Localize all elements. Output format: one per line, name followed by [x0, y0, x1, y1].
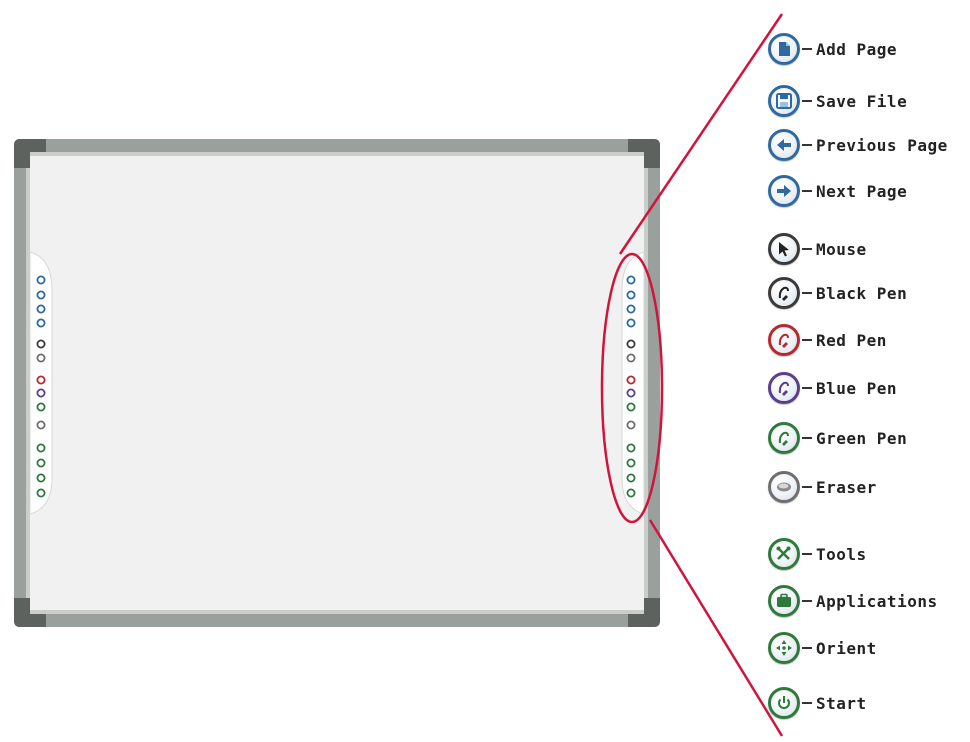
legend-connector [802, 387, 812, 389]
save-file-icon [768, 85, 800, 117]
legend-label: Blue Pen [816, 378, 898, 398]
legend-connector [802, 647, 812, 649]
legend-connector [802, 553, 812, 555]
callout-highlight-ellipse [600, 252, 664, 524]
left-strip-dot[interactable] [36, 488, 46, 498]
add-page-icon [768, 33, 800, 65]
legend-connector [802, 600, 812, 602]
legend-item-red-pen[interactable]: Red Pen [768, 323, 887, 357]
legend-label: Start [816, 693, 867, 713]
legend-label: Applications [816, 591, 938, 611]
left-shortcut-buttons [36, 275, 46, 498]
left-strip-dot[interactable] [36, 388, 46, 398]
legend-item-mouse[interactable]: Mouse [768, 232, 867, 266]
right-strip-dot[interactable] [626, 402, 636, 412]
left-strip-dot[interactable] [36, 402, 46, 412]
legend-label: Add Page [816, 39, 898, 59]
mouse-cursor-icon [768, 233, 800, 265]
right-strip-dot[interactable] [626, 275, 636, 285]
legend-label: Orient [816, 638, 877, 658]
red-pen-icon [768, 324, 800, 356]
legend-label: Black Pen [816, 283, 908, 303]
left-strip-dot[interactable] [36, 443, 46, 453]
right-strip-dot[interactable] [626, 388, 636, 398]
eraser-icon [768, 471, 800, 503]
legend-label: Red Pen [816, 330, 887, 350]
right-shortcut-buttons [626, 275, 636, 498]
left-strip-dot[interactable] [36, 304, 46, 314]
legend-label: Save File [816, 91, 908, 111]
legend-item-add-page[interactable]: Add Page [768, 32, 897, 66]
legend-label: Eraser [816, 477, 877, 497]
right-strip-dot[interactable] [626, 458, 636, 468]
callout-line-bottom [648, 519, 784, 737]
legend-item-start[interactable]: Start [768, 686, 867, 720]
left-strip-dot[interactable] [36, 473, 46, 483]
legend-connector [802, 437, 812, 439]
left-strip-dot[interactable] [36, 420, 46, 430]
whiteboard-surface [30, 156, 644, 610]
legend-item-save-file[interactable]: Save File [768, 84, 907, 118]
right-strip-dot[interactable] [626, 443, 636, 453]
legend-connector [802, 48, 812, 50]
legend-connector [802, 100, 812, 102]
right-strip-dot[interactable] [626, 318, 636, 328]
legend-connector [802, 702, 812, 704]
left-strip-dot[interactable] [36, 275, 46, 285]
callout-line-top [618, 13, 784, 255]
right-strip-dot[interactable] [626, 339, 636, 349]
legend-item-applications[interactable]: Applications [768, 584, 938, 618]
legend-connector [802, 486, 812, 488]
left-strip-dot[interactable] [36, 318, 46, 328]
legend-label: Mouse [816, 239, 867, 259]
frame-corner-bottom-right [628, 598, 660, 627]
frame-corner-top-right [628, 139, 660, 168]
legend-connector [802, 248, 812, 250]
right-strip-dot[interactable] [626, 353, 636, 363]
legend-item-previous-page[interactable]: Previous Page [768, 128, 948, 162]
tools-icon [768, 538, 800, 570]
left-strip-dot[interactable] [36, 458, 46, 468]
right-strip-dot[interactable] [626, 488, 636, 498]
right-strip-dot[interactable] [626, 304, 636, 314]
next-page-icon [768, 175, 800, 207]
legend-connector [802, 190, 812, 192]
legend-connector [802, 339, 812, 341]
right-strip-dot[interactable] [626, 375, 636, 385]
frame-corner-bottom-left [14, 598, 46, 627]
legend-label: Previous Page [816, 135, 948, 155]
legend-item-blue-pen[interactable]: Blue Pen [768, 371, 897, 405]
legend-item-orient[interactable]: Orient [768, 631, 877, 665]
left-strip-dot[interactable] [36, 375, 46, 385]
legend-item-eraser[interactable]: Eraser [768, 470, 877, 504]
legend-connector [802, 144, 812, 146]
legend-label: Green Pen [816, 428, 908, 448]
legend-item-black-pen[interactable]: Black Pen [768, 276, 907, 310]
applications-icon [768, 585, 800, 617]
legend-item-green-pen[interactable]: Green Pen [768, 421, 907, 455]
legend-connector [802, 292, 812, 294]
legend-label: Tools [816, 544, 867, 564]
green-pen-icon [768, 422, 800, 454]
left-strip-dot[interactable] [36, 339, 46, 349]
legend-label: Next Page [816, 181, 908, 201]
start-icon [768, 687, 800, 719]
black-pen-icon [768, 277, 800, 309]
right-strip-dot[interactable] [626, 290, 636, 300]
legend-item-tools[interactable]: Tools [768, 537, 867, 571]
frame-corner-top-left [14, 139, 46, 168]
left-strip-dot[interactable] [36, 290, 46, 300]
right-strip-dot[interactable] [626, 420, 636, 430]
orient-icon [768, 632, 800, 664]
blue-pen-icon [768, 372, 800, 404]
right-strip-dot[interactable] [626, 473, 636, 483]
previous-page-icon [768, 129, 800, 161]
legend-item-next-page[interactable]: Next Page [768, 174, 907, 208]
left-strip-dot[interactable] [36, 353, 46, 363]
